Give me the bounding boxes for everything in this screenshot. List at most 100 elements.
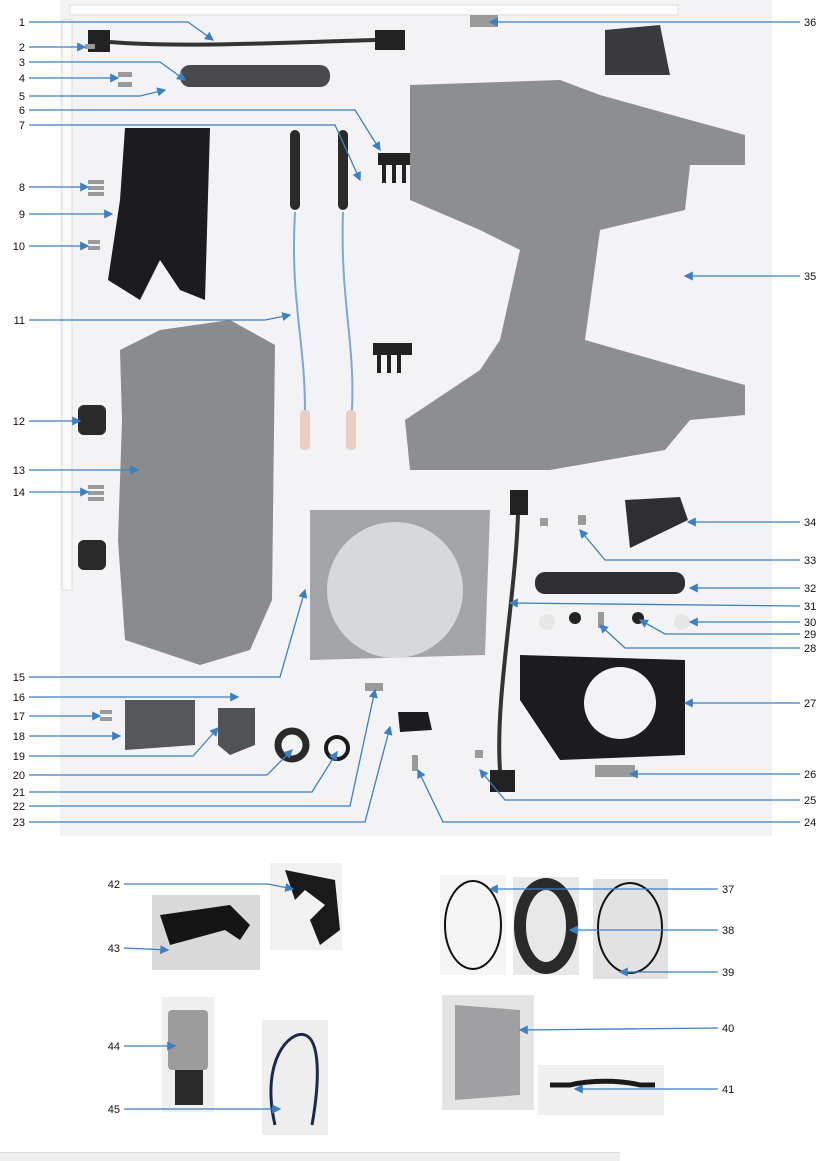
leader-line-20	[29, 749, 293, 776]
part-grommet-29	[632, 612, 644, 624]
leader-line-1	[29, 21, 215, 41]
leader-line-11	[29, 312, 292, 321]
part-bracket-32	[535, 572, 685, 594]
callout-38: 38	[722, 925, 734, 937]
leader-lines	[29, 17, 801, 1114]
callout-18: 18	[13, 731, 25, 743]
leader-line-31	[508, 598, 801, 608]
part-oring-39	[597, 882, 663, 974]
part-nut-20	[274, 727, 310, 763]
photo-cable-41	[538, 1065, 664, 1115]
part-grommet	[569, 612, 581, 624]
callout-45: 45	[108, 1104, 120, 1116]
part-cable-31	[490, 490, 528, 792]
part-cylinder-44	[168, 1010, 208, 1070]
leader-line-15	[29, 588, 308, 678]
callout-labels: 1234567891011121314151617181920212223363…	[13, 17, 817, 1116]
part-plate-23	[398, 712, 432, 732]
callout-2: 2	[19, 42, 25, 54]
part-cable-41	[550, 1078, 655, 1088]
ruler-vertical	[61, 19, 73, 591]
part-bracket-3	[180, 65, 330, 87]
part-washer-30	[539, 614, 555, 630]
callout-23: 23	[13, 817, 25, 829]
leader-line-43	[123, 945, 170, 955]
callout-16: 16	[13, 692, 25, 704]
callout-5: 5	[19, 91, 25, 103]
part-black-frame-9	[108, 128, 210, 300]
part-cylinder-base	[175, 1070, 203, 1105]
callout-33: 33	[804, 555, 816, 567]
callout-6: 6	[19, 105, 25, 117]
callout-4: 4	[19, 73, 25, 85]
callout-13: 13	[13, 465, 25, 477]
photo-oring-37	[440, 875, 506, 975]
part-cover-34	[625, 497, 688, 548]
part-screws	[85, 15, 635, 777]
callout-9: 9	[19, 209, 25, 221]
leader-line-33	[579, 529, 800, 561]
callout-12: 12	[13, 416, 25, 428]
callout-11: 11	[14, 315, 25, 327]
part-black-bracket-27	[520, 655, 685, 760]
callout-10: 10	[13, 241, 25, 253]
callout-7: 7	[19, 120, 25, 132]
leader-line-29	[638, 619, 800, 635]
callout-40: 40	[722, 1023, 734, 1035]
part-mount-18	[125, 700, 195, 750]
part-probes-11	[290, 130, 356, 450]
leader-line-6	[29, 109, 381, 152]
callout-41: 41	[722, 1084, 734, 1096]
callout-22: 22	[13, 801, 25, 813]
callout-35: 35	[804, 271, 816, 283]
callout-29: 29	[804, 629, 816, 641]
callout-1: 1	[19, 17, 25, 29]
callout-42: 42	[108, 879, 120, 891]
callout-31: 31	[804, 601, 816, 613]
callout-39: 39	[722, 967, 734, 979]
part-housing-40	[455, 1005, 520, 1100]
leader-line-3	[29, 61, 187, 81]
callout-19: 19	[13, 751, 25, 763]
leader-line-42	[124, 883, 295, 892]
callout-26: 26	[804, 769, 816, 781]
callout-20: 20	[13, 770, 25, 782]
callout-44: 44	[108, 1041, 120, 1053]
callout-15: 15	[13, 672, 25, 684]
part-foot	[78, 540, 106, 570]
part-cover-top	[605, 25, 670, 75]
leader-line-22	[29, 688, 378, 807]
part-housing-35	[405, 80, 745, 470]
callout-24: 24	[804, 817, 816, 829]
callout-28: 28	[804, 643, 816, 655]
part-wrench-43	[160, 905, 250, 945]
leader-line-7	[29, 124, 361, 182]
leader-line-5	[29, 87, 167, 97]
callout-17: 17	[13, 711, 25, 723]
callout-30: 30	[804, 617, 816, 629]
callout-3: 3	[19, 57, 25, 69]
ruler	[69, 4, 679, 16]
callout-43: 43	[108, 943, 120, 955]
part-wrench-42	[285, 870, 340, 945]
photo-oring-39	[593, 879, 668, 979]
part-cap-19	[218, 708, 255, 755]
callout-8: 8	[19, 182, 25, 194]
leader-line-40	[518, 1025, 719, 1035]
part-clip	[373, 343, 412, 373]
part-ring-plate-15	[310, 510, 490, 660]
part-oring-37	[444, 880, 502, 970]
callout-21: 21	[13, 787, 25, 799]
part-foot-12	[78, 405, 106, 435]
leader-line-28	[599, 624, 800, 649]
horizontal-scrollbar[interactable]	[0, 1152, 620, 1161]
callout-37: 37	[722, 884, 734, 896]
callout-25: 25	[804, 795, 816, 807]
leader-line-24	[417, 768, 800, 823]
part-washer	[674, 614, 690, 630]
part-gray-base-13	[118, 320, 275, 665]
leader-line-25	[479, 769, 800, 801]
part-cable-45	[269, 1032, 319, 1126]
leader-line-21	[29, 750, 338, 793]
